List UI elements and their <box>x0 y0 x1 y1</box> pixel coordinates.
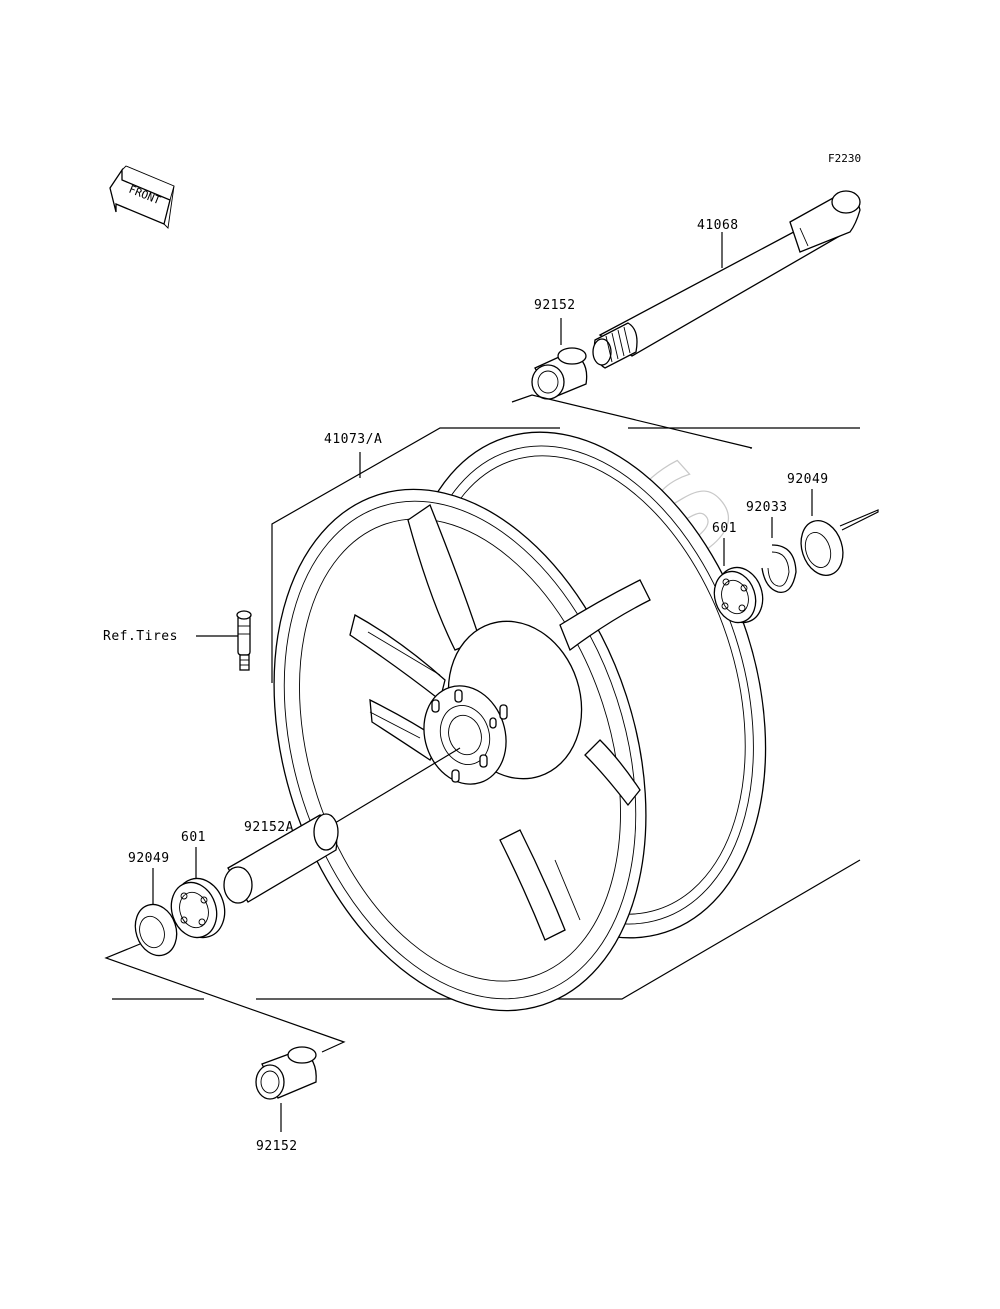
label-92033: 92033 <box>746 500 788 515</box>
collar-inner-part <box>223 813 339 904</box>
seal-left-part <box>134 903 178 957</box>
seal-right-part <box>800 520 844 576</box>
bearing-right-part <box>713 566 764 624</box>
label-92049-left: 92049 <box>128 851 170 866</box>
label-92152-top: 92152 <box>534 298 576 313</box>
collar-top-part <box>531 347 588 400</box>
bearing-left-part <box>170 877 226 939</box>
label-41068: 41068 <box>697 218 739 233</box>
axle-part <box>592 190 861 369</box>
figure-code: F2230 <box>828 152 861 165</box>
label-41073a: 41073/A <box>324 432 382 447</box>
label-601-left: 601 <box>181 830 206 845</box>
wheel-part <box>273 431 767 1012</box>
label-92049-right: 92049 <box>787 472 829 487</box>
front-arrow-icon: FRONT <box>109 165 175 229</box>
circlip-part <box>761 544 797 593</box>
label-92152-bottom: 92152 <box>256 1139 298 1154</box>
label-ref-tires: Ref.Tires <box>103 629 178 644</box>
label-92152a: 92152A <box>244 820 294 835</box>
valve-part <box>236 610 252 671</box>
collar-bottom-part <box>255 1046 317 1100</box>
label-601-right: 601 <box>712 521 737 536</box>
